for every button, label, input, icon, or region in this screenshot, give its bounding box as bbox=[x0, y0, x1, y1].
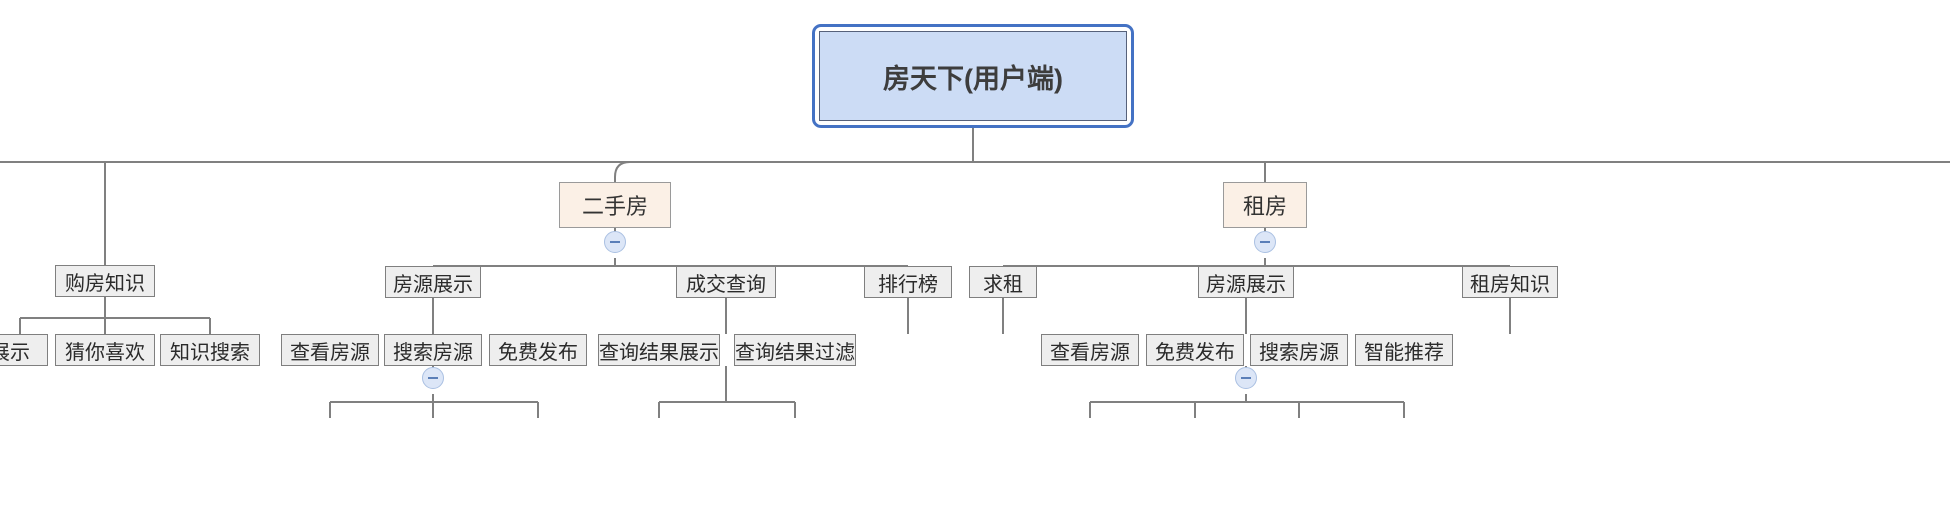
node-zufang[interactable]: 租房 bbox=[1223, 182, 1307, 228]
root-node[interactable]: 房天下(用户端) bbox=[812, 24, 1134, 128]
node-zf-zhineng-tuijian-label: 智能推荐 bbox=[1364, 341, 1444, 364]
node-zf-chakan-fangyuan[interactable]: 查看房源 bbox=[1041, 334, 1139, 366]
collapse-toggle-zufang[interactable] bbox=[1254, 231, 1276, 253]
node-gouf-cainixihuan[interactable]: 猜你喜欢 bbox=[55, 334, 155, 366]
node-esf-chaxun-jieguo-guolv-label: 查询结果过滤 bbox=[735, 341, 855, 364]
node-esf-paihangbang[interactable]: 排行榜 bbox=[864, 266, 952, 298]
node-esf-chaxun-jieguo-zhanshi[interactable]: 查询结果展示 bbox=[598, 334, 720, 366]
node-gouf-zhanshi[interactable]: 展示 bbox=[0, 334, 48, 366]
node-esf-mianfei-fabu-label: 免费发布 bbox=[498, 341, 578, 364]
node-zf-zufang-zhishi-label: 租房知识 bbox=[1470, 273, 1550, 296]
node-esf-fangyuan-zhanshi-label: 房源展示 bbox=[393, 273, 473, 296]
node-zf-chakan-fangyuan-label: 查看房源 bbox=[1050, 341, 1130, 364]
node-esf-chakan-fangyuan-label: 查看房源 bbox=[290, 341, 370, 364]
node-esf-chengjiao-chaxun[interactable]: 成交查询 bbox=[676, 266, 776, 298]
node-zf-qiuzu[interactable]: 求租 bbox=[969, 266, 1037, 298]
collapse-toggle-esf-fangyuan-zhanshi[interactable] bbox=[422, 367, 444, 389]
node-esf-sousuo-fangyuan-label: 搜索房源 bbox=[393, 341, 473, 364]
node-zf-sousuo-fangyuan-label: 搜索房源 bbox=[1259, 341, 1339, 364]
minus-icon bbox=[1260, 241, 1270, 243]
node-esf-chaxun-jieguo-zhanshi-label: 查询结果展示 bbox=[599, 341, 719, 364]
node-ershoufang-label: 二手房 bbox=[581, 194, 648, 219]
node-esf-sousuo-fangyuan[interactable]: 搜索房源 bbox=[384, 334, 482, 366]
collapse-toggle-ershoufang[interactable] bbox=[604, 231, 626, 253]
node-esf-chaxun-jieguo-guolv[interactable]: 查询结果过滤 bbox=[734, 334, 856, 366]
node-esf-mianfei-fabu[interactable]: 免费发布 bbox=[489, 334, 587, 366]
node-zf-fangyuan-zhanshi-label: 房源展示 bbox=[1206, 273, 1286, 296]
root-node-label: 房天下(用户端) bbox=[819, 31, 1127, 121]
node-gouf-zhishi-sousuo[interactable]: 知识搜索 bbox=[160, 334, 260, 366]
node-ershoufang[interactable]: 二手房 bbox=[559, 182, 671, 228]
node-zf-fangyuan-zhanshi[interactable]: 房源展示 bbox=[1198, 266, 1294, 298]
node-gouf-cainixihuan-label: 猜你喜欢 bbox=[65, 341, 145, 364]
node-gouf-zhishi-label: 购房知识 bbox=[65, 272, 145, 295]
node-esf-fangyuan-zhanshi[interactable]: 房源展示 bbox=[385, 266, 481, 298]
node-zf-qiuzu-label: 求租 bbox=[983, 273, 1023, 296]
node-gouf-zhishi-sousuo-label: 知识搜索 bbox=[170, 341, 250, 364]
node-zufang-label: 租房 bbox=[1242, 194, 1287, 219]
node-gouf-zhishi[interactable]: 购房知识 bbox=[55, 265, 155, 297]
node-gouf-zhanshi-label: 展示 bbox=[0, 341, 30, 364]
node-esf-chakan-fangyuan[interactable]: 查看房源 bbox=[281, 334, 379, 366]
minus-icon bbox=[610, 241, 620, 243]
node-zf-sousuo-fangyuan[interactable]: 搜索房源 bbox=[1250, 334, 1348, 366]
minus-icon bbox=[1241, 377, 1251, 379]
node-zf-mianfei-fabu-label: 免费发布 bbox=[1155, 341, 1235, 364]
minus-icon bbox=[428, 377, 438, 379]
node-zf-zufang-zhishi[interactable]: 租房知识 bbox=[1462, 266, 1558, 298]
node-esf-paihangbang-label: 排行榜 bbox=[878, 273, 938, 296]
node-esf-chengjiao-chaxun-label: 成交查询 bbox=[686, 273, 766, 296]
collapse-toggle-zf-fangyuan-zhanshi[interactable] bbox=[1235, 367, 1257, 389]
node-zf-zhineng-tuijian[interactable]: 智能推荐 bbox=[1355, 334, 1453, 366]
node-zf-mianfei-fabu[interactable]: 免费发布 bbox=[1146, 334, 1244, 366]
